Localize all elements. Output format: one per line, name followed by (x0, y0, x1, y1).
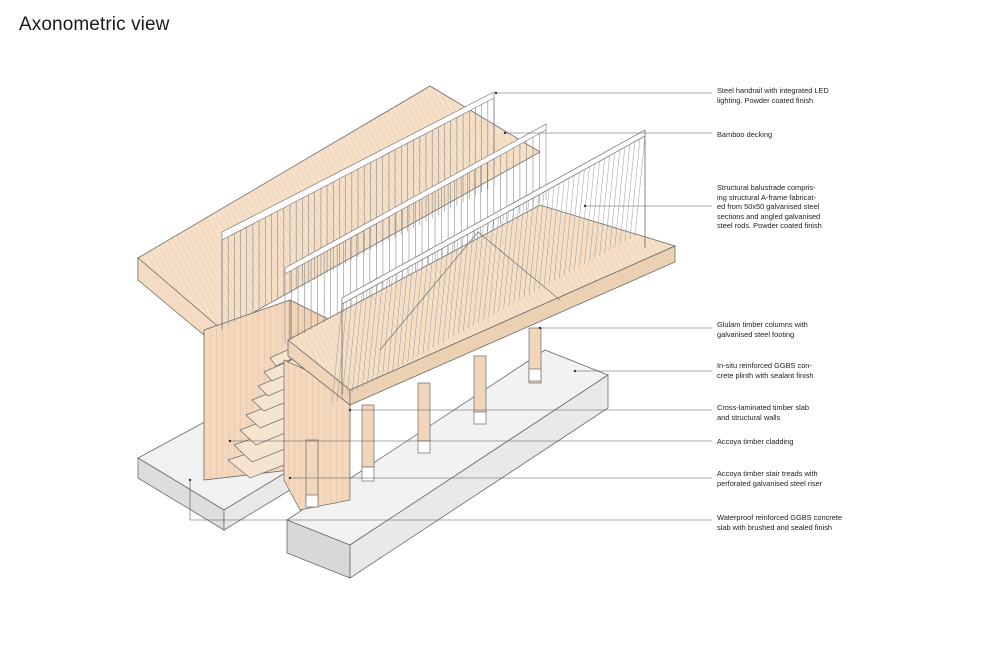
annotation-cladding: Accoya timber cladding (717, 437, 794, 446)
leader-lines (189, 92, 712, 521)
upper-platform (137, 85, 541, 351)
annotation-treads: Accoya timber stair treads with perforat… (717, 469, 823, 488)
page-title: Axonometric view (19, 14, 170, 35)
annotation-plinth: In-situ reinforced GGBS con- crete plint… (717, 361, 814, 380)
annotation-balustrade: Structural balustrade compris- ing struc… (717, 183, 822, 231)
annotation-columns: Glulam timber columns with galvanised st… (717, 320, 808, 339)
annotation-slab: Waterproof reinforced GGBS concrete slab… (717, 513, 843, 532)
a-frame-balustrade (331, 129, 646, 405)
annotation-handrail: Steel handrail with integrated LED light… (717, 86, 829, 105)
annotation-clt: Cross-laminated timber slab and structur… (717, 403, 810, 422)
glulam-columns (305, 327, 542, 508)
leader-dots (188, 91, 587, 482)
annotation-decking: Bamboo decking (717, 130, 773, 139)
concrete-plinth (286, 349, 609, 579)
upper-balustrade (221, 91, 495, 330)
